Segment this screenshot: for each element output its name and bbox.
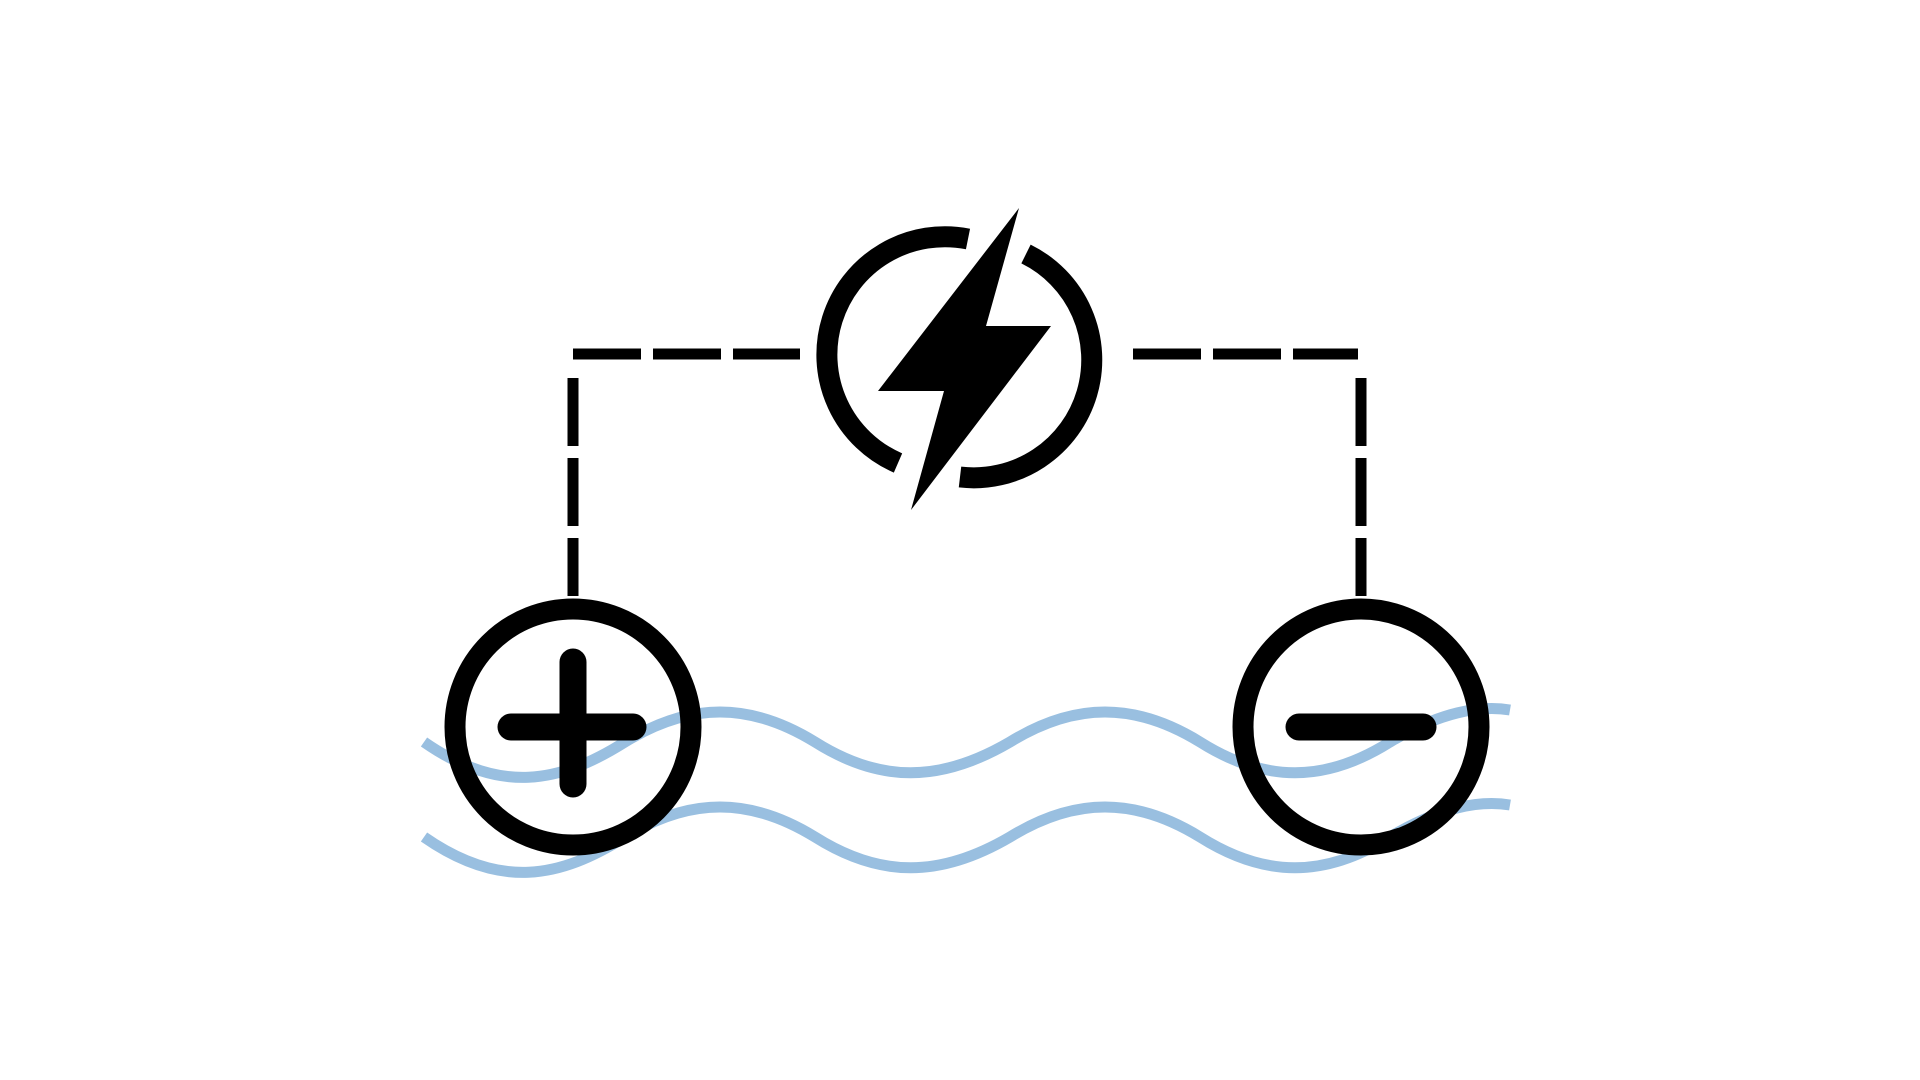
power-ring <box>816 226 1103 489</box>
negative-terminal-icon <box>1232 598 1490 856</box>
circuit-wire <box>567 348 1367 596</box>
lightning-bolt-icon <box>878 208 1051 510</box>
positive-terminal-ring <box>444 598 702 856</box>
water-wave-upper <box>420 703 1511 783</box>
plus-sign <box>497 648 647 798</box>
positive-terminal-icon <box>444 598 702 856</box>
negative-terminal-ring <box>1232 598 1490 856</box>
circuit-wire-right <box>1133 348 1367 596</box>
circuit-wire-left <box>567 348 800 596</box>
power-source <box>816 208 1103 510</box>
